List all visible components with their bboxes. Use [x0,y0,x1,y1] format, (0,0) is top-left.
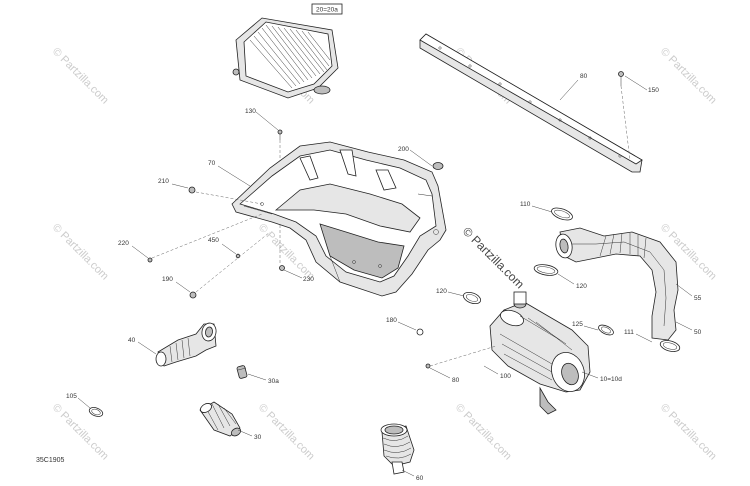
callout-105-label: 105 [66,393,77,400]
watermark-text: © Partzilla.com [453,402,514,463]
callout-180-label: 180 [386,317,397,324]
clamp-105-part[interactable] [88,406,104,418]
clamp-110-part[interactable] [550,206,574,223]
clamp-120-lower-part[interactable] [462,290,482,306]
bracket-rail-part[interactable] [419,33,643,173]
screw-80-part[interactable] [425,363,431,369]
callout-40-label: 40 [128,337,136,344]
clip-230-part[interactable] [279,265,285,271]
callout-80-lower-label: 80 [452,377,460,384]
callout-150-label: 150 [648,87,659,94]
callout-30a-label: 30a [268,378,279,385]
watermark-text: © Partzilla.com [50,222,111,283]
screw-220-part[interactable] [147,257,153,263]
callout-130-label: 130 [245,108,256,115]
screw-130-part[interactable] [277,129,283,140]
callout-450-label: 450 [208,237,219,244]
filter-boot-60-part[interactable] [380,423,415,475]
watermark-text: © Partzilla.com [658,402,719,463]
callout-30-label: 30 [254,434,262,441]
callout-10-label: 10=10d [600,376,622,383]
clamp-125-part[interactable] [597,323,615,337]
callout-50-label: 50 [694,329,702,336]
screw-450-part[interactable] [235,253,241,259]
intake-hose-55-part[interactable] [554,227,679,341]
callout-111-label: 111 [624,329,634,336]
callout-55-label: 55 [694,295,702,302]
screw-150-part[interactable] [618,71,624,87]
callout-230-label: 230 [303,276,314,283]
callout-220-label: 220 [118,240,129,247]
nut-210-part[interactable] [188,186,196,194]
callout-190-label: 190 [162,276,173,283]
intercooler-part[interactable] [232,17,339,99]
support-bracket-part[interactable] [231,141,447,297]
elbow-hose-40-part[interactable] [155,322,217,367]
connector-30a-part[interactable] [236,365,248,379]
callout-80-label: 80 [580,73,588,80]
air-filter-housing-part[interactable] [489,291,591,415]
watermark-text: © Partzilla.com [658,46,719,107]
grommet-200-part[interactable] [432,162,444,170]
nut-190-part[interactable] [189,291,197,299]
callout-120-upper-label: 120 [576,283,587,290]
bellows-adapter-30-part[interactable] [199,401,242,438]
callout-120-lower-label: 120 [436,288,447,295]
callout-20: 20=20a [311,3,343,15]
callout-20-label: 20=20a [316,7,338,14]
watermark-text: © Partzilla.com [50,46,111,107]
callout-60-label: 60 [416,475,424,482]
watermark-center-text: © Partzilla.com [460,224,527,291]
callout-125-label: 125 [572,321,583,328]
watermark-text: © Partzilla.com [256,402,317,463]
grommet-180-part[interactable] [416,328,424,336]
callout-70-label: 70 [208,160,216,167]
diagram-reference-number: 35C1905 [36,457,65,464]
clamp-120-upper-part[interactable] [533,263,559,277]
callout-110-label: 110 [520,201,531,208]
callout-210-label: 210 [158,178,169,185]
callout-100-label: 100 [500,373,511,380]
callout-200-label: 200 [398,146,409,153]
clamp-111-part[interactable] [659,339,681,354]
